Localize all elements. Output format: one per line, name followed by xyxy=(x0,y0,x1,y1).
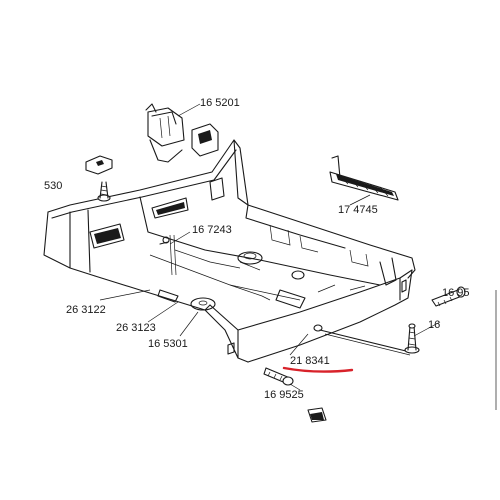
screw-part-vertical xyxy=(404,323,420,354)
connector-block-part xyxy=(145,103,219,163)
screw-part-bottom xyxy=(263,367,294,386)
label-16: 16 xyxy=(428,319,440,331)
label-167243: 16 7243 xyxy=(192,224,232,236)
label-530: 530 xyxy=(44,180,62,192)
leader-lines xyxy=(99,103,441,391)
label-263123: 26 3123 xyxy=(116,322,156,334)
clip-part-bottom xyxy=(307,407,327,423)
label-1695: 16 95 xyxy=(442,287,470,299)
label-263122: 26 3122 xyxy=(66,304,106,316)
base-tray xyxy=(43,139,416,363)
highlight-underline xyxy=(282,366,354,373)
pin-part xyxy=(85,155,113,202)
bracket-part xyxy=(329,155,399,201)
label-174745: 17 4745 xyxy=(338,204,378,216)
label-165301: 16 5301 xyxy=(148,338,188,350)
label-169525: 16 9525 xyxy=(264,389,304,401)
label-165201: 16 5201 xyxy=(200,97,240,109)
part-labels: 16 5201 530 17 4745 16 7243 26 3122 26 3… xyxy=(44,97,470,401)
screw-part-right xyxy=(431,286,466,307)
label-218341: 21 8341 xyxy=(290,355,330,367)
